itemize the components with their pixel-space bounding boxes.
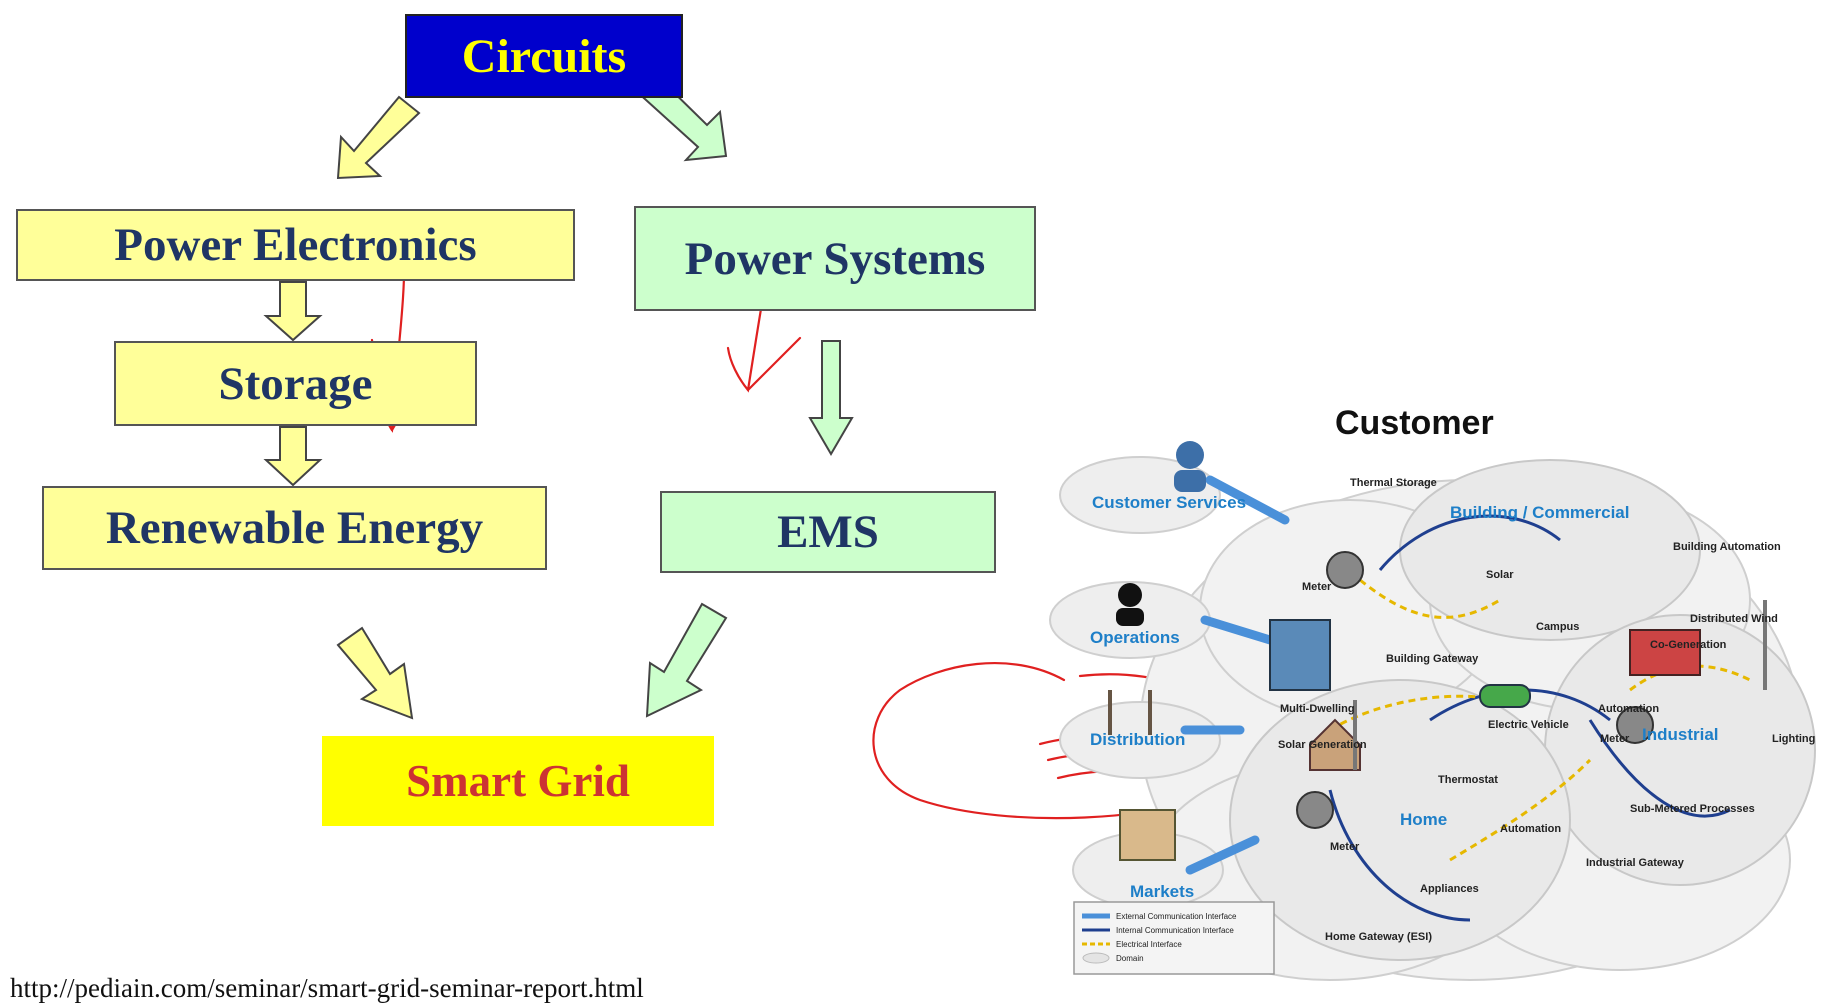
distribution-cloud: [1059, 701, 1221, 779]
smart-grid-label: Smart Grid: [406, 756, 630, 806]
ems-label: EMS: [777, 506, 879, 558]
circuits-label: Circuits: [461, 29, 627, 83]
building-automation-label: Building Automation: [1673, 541, 1781, 553]
power-systems-label: Power Systems: [684, 232, 986, 285]
external-comm-arrows: [1180, 475, 1290, 875]
customer-title: Customer: [1335, 404, 1494, 442]
building-gateway-label: Building Gateway: [1386, 653, 1479, 665]
home-label: Home: [1400, 810, 1447, 829]
meter-icon: [1296, 791, 1334, 829]
meter-industrial-label: Meter: [1600, 733, 1630, 745]
storage-box: Storage: [114, 341, 477, 426]
meter-home-label: Meter: [1330, 841, 1360, 853]
renewable-energy-box: Renewable Energy: [42, 486, 547, 570]
co-generation-label: Co-Generation: [1650, 639, 1727, 651]
house-icon: [1309, 718, 1361, 771]
building-commercial-cloud: [1399, 459, 1701, 641]
solar-generation-label: Solar Generation: [1278, 739, 1367, 751]
lighting-label: Lighting: [1772, 733, 1815, 745]
meter-top-label: Meter: [1302, 581, 1332, 593]
power-pole-icon: [1108, 690, 1152, 735]
legend-domain: Domain: [1116, 954, 1144, 963]
automation-industrial-label: Automation: [1598, 703, 1659, 715]
power-electronics-box: Power Electronics: [16, 209, 575, 281]
home-gateway-label: Home Gateway (ESI): [1325, 931, 1432, 943]
meter-icon: [1326, 551, 1364, 589]
arrow-storage-to-renewable: [263, 426, 323, 487]
building-icon: [1269, 619, 1331, 691]
market-building-icon: [1119, 809, 1176, 861]
factory-icon: [1629, 629, 1701, 676]
power-electronics-label: Power Electronics: [114, 219, 477, 271]
distribution-label: Distribution: [1090, 730, 1185, 749]
legend-electrical: Electrical Interface: [1116, 940, 1182, 949]
legend: External Communication Interface Interna…: [1073, 901, 1275, 975]
sub-metered-label: Sub-Metered Processes: [1630, 803, 1755, 815]
multi-dwelling-label: Multi-Dwelling: [1280, 703, 1355, 715]
arrow-ems-to-smart-grid: [645, 602, 728, 718]
ems-box: EMS: [660, 491, 996, 573]
thermal-storage-label: Thermal Storage: [1350, 477, 1437, 489]
legend-external: External Communication Interface: [1116, 912, 1237, 921]
automation-home-label: Automation: [1500, 823, 1561, 835]
operator-icon: [1116, 583, 1144, 626]
markets-label: Markets: [1130, 882, 1194, 901]
customer-services-label: Customer Services: [1092, 493, 1246, 512]
circuits-box: Circuits: [405, 14, 683, 98]
renewable-energy-label: Renewable Energy: [105, 502, 484, 554]
industrial-label: Industrial: [1642, 725, 1719, 744]
industrial-gateway-label: Industrial Gateway: [1586, 857, 1685, 869]
appliances-label: Appliances: [1420, 883, 1479, 895]
legend-internal: Internal Communication Interface: [1116, 926, 1234, 935]
arrow-power-systems-to-ems: [808, 340, 854, 456]
smart-grid-box: Smart Grid: [322, 736, 714, 826]
meter-icon: [1616, 706, 1654, 744]
building-commercial-label: Building / Commercial: [1450, 503, 1629, 522]
arrow-renewable-to-smart-grid: [336, 626, 414, 720]
power-systems-box: Power Systems: [634, 206, 1036, 311]
customer-domain-diagram: Customer Customer Services Operations Di…: [1049, 404, 1816, 981]
thermostat-label: Thermostat: [1438, 774, 1498, 786]
customer-person-icon: [1174, 441, 1206, 492]
distributed-wind-label: Distributed Wind: [1690, 613, 1778, 625]
electric-vehicle-icon: [1479, 684, 1531, 708]
arrow-circuits-to-power-electronics: [336, 95, 421, 180]
solar-label: Solar: [1486, 569, 1514, 581]
source-url: http://pediain.com/seminar/smart-grid-se…: [10, 973, 644, 1003]
storage-label: Storage: [218, 357, 373, 410]
operations-label: Operations: [1090, 628, 1180, 647]
electric-vehicle-label: Electric Vehicle: [1488, 719, 1569, 731]
arrow-power-electronics-to-storage: [263, 281, 323, 342]
campus-label: Campus: [1536, 621, 1579, 633]
